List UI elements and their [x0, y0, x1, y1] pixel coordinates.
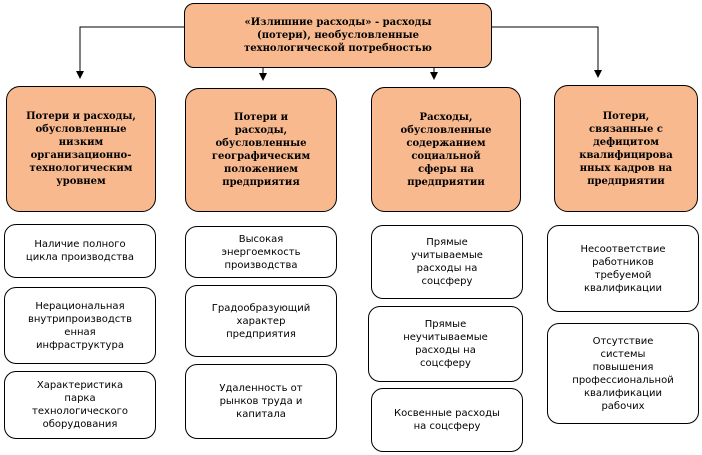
category-box-personnel: Потери, связанные с дефицитом квалифицир… — [554, 85, 698, 212]
arrow-to-category-4 — [492, 26, 602, 78]
item-box-energy-intensity: Высокая энергоемкость производства — [185, 226, 337, 278]
item-box-no-training-system: Отсутствие системы повышения профессиона… — [547, 323, 699, 424]
item-box-city-forming: Градообразующий характер предприятия — [185, 285, 337, 357]
item-box-direct-unaccounted: Прямые неучитываемые расходы на соцсферу — [368, 306, 523, 382]
item-box-full-cycle: Наличие полного цикла производства — [4, 224, 156, 278]
arrow-to-category-1 — [76, 26, 184, 79]
item-box-direct-accounted: Прямые учитываемые расходы на соцсферу — [371, 225, 523, 299]
item-box-indirect: Косвенные расходы на соцсферу — [371, 388, 523, 452]
category-box-geographic: Потери и расходы, обусловленные географи… — [185, 88, 337, 212]
category-box-organizational: Потери и расходы, обусловленные низким о… — [6, 86, 156, 212]
item-box-infrastructure: Нерациональная внутрипроизводств енная и… — [4, 287, 156, 364]
item-box-qualification-mismatch: Несоответствие работников требуемой квал… — [547, 225, 699, 312]
category-box-social: Расходы, обусловленные содержанием социа… — [371, 87, 521, 212]
item-box-equipment: Характеристика парка технологического об… — [4, 371, 156, 439]
root-definition-box: «Излишние расходы» - расходы (потери), н… — [184, 3, 492, 68]
item-box-remoteness: Удаленность от рынков труда и капитала — [185, 364, 337, 439]
